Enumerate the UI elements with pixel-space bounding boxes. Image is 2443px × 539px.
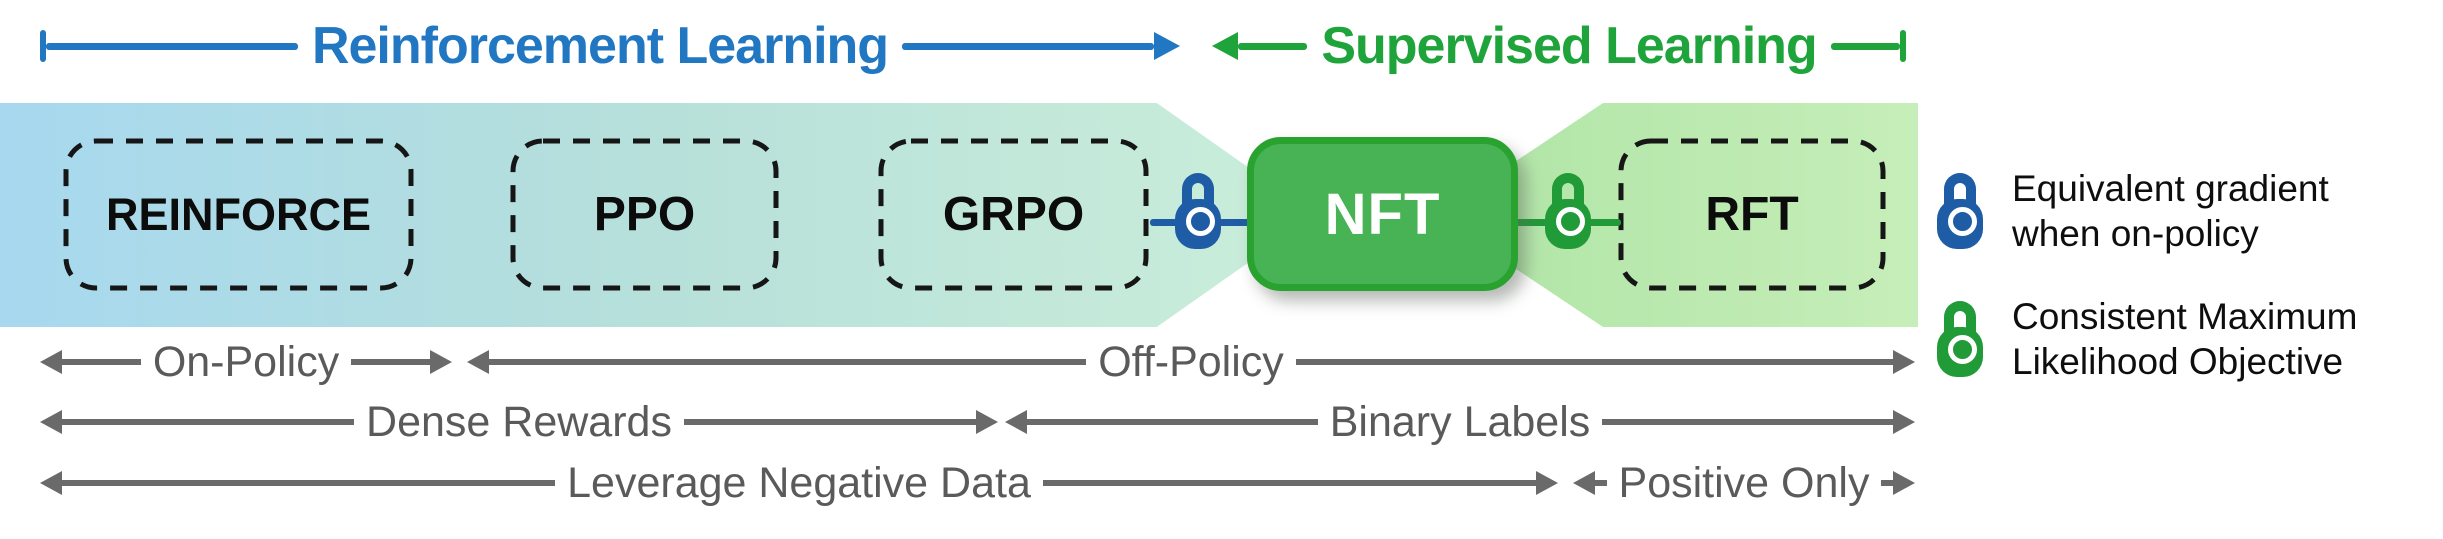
- method-label-reinforce: REINFORCE: [105, 188, 371, 240]
- method-box-nft: NFT: [1247, 137, 1518, 291]
- arrowhead-left-icon: [40, 350, 62, 374]
- axis-line: [489, 359, 1087, 365]
- axis-line: [683, 419, 977, 425]
- axis-line: [1042, 480, 1536, 486]
- sl-span-label: Supervised Learning: [1321, 17, 1817, 75]
- rl-span-arrowhead-icon: [1154, 32, 1181, 60]
- axis-label: Binary Labels: [1329, 397, 1591, 446]
- axis-line: [1295, 359, 1893, 365]
- rl-span-line-left: [46, 42, 298, 50]
- legend-line: Likelihood Objective: [2012, 341, 2344, 382]
- lock-shackle: [1552, 173, 1584, 215]
- lock-hole: [1556, 207, 1585, 236]
- axis-label: Off-Policy: [1098, 337, 1284, 386]
- method-box-grpo: GRPO: [877, 137, 1150, 292]
- sl-span-line-left: [1238, 42, 1308, 50]
- rl-span-start-terminator: [40, 30, 46, 62]
- axis-binary-labels: Binary Labels: [1005, 392, 1916, 452]
- legend-blue-text: Equivalent gradient when on-policy: [2012, 166, 2329, 256]
- rl-span-line-right: [902, 42, 1155, 50]
- axis-label: Leverage Negative Data: [567, 458, 1031, 507]
- axis-line: [1602, 419, 1894, 425]
- method-box-reinforce: REINFORCE: [62, 137, 415, 292]
- dashed-border: [1618, 138, 1886, 291]
- sl-span-end-terminator: [1900, 30, 1906, 62]
- green-lock-icon: [1545, 173, 1591, 249]
- lock-shackle: [1944, 173, 1976, 215]
- arrowhead-left-icon: [1573, 471, 1595, 495]
- legend-line: when on-policy: [2012, 213, 2259, 254]
- method-label-nft: NFT: [1324, 181, 1441, 247]
- lock-hole: [1186, 207, 1215, 236]
- lock-shackle: [1182, 173, 1214, 215]
- axis-line: [62, 419, 355, 425]
- lock-hole: [1948, 335, 1977, 364]
- arrowhead-left-icon: [40, 410, 62, 434]
- axis-line: [62, 480, 556, 486]
- legend-line: Consistent Maximum: [2012, 296, 2358, 337]
- arrowhead-right-icon: [1893, 410, 1916, 434]
- legend-blue-lock-icon: [1937, 173, 1983, 249]
- supervised-learning-span: Supervised Learning: [1212, 16, 1906, 76]
- arrowhead-right-icon: [1893, 350, 1915, 374]
- axis-line: [1881, 480, 1893, 486]
- arrowhead-right-icon: [430, 350, 453, 374]
- sl-span-line-right: [1830, 42, 1900, 50]
- axis-leverage-negative-data: Leverage Negative Data: [40, 453, 1558, 513]
- sl-span-arrowhead-icon: [1212, 32, 1238, 60]
- axis-line: [1595, 480, 1607, 486]
- dashed-border: [878, 138, 1149, 291]
- arrowhead-left-icon: [467, 350, 489, 374]
- arrowhead-right-icon: [1536, 471, 1558, 495]
- arrowhead-left-icon: [40, 471, 62, 495]
- rl-span-label: Reinforcement Learning: [311, 17, 889, 75]
- method-label-rft: RFT: [1705, 188, 1799, 241]
- method-label-ppo: PPO: [593, 188, 696, 241]
- axis-positive-only: Positive Only: [1573, 453, 1915, 513]
- axis-label: Dense Rewards: [366, 397, 672, 446]
- axis-label: On-Policy: [152, 337, 340, 386]
- axis-on-policy: On-Policy: [40, 332, 453, 392]
- lock-shackle: [1944, 301, 1976, 343]
- legend-line: Equivalent gradient: [2012, 168, 2329, 209]
- axis-line: [62, 359, 141, 365]
- arrowhead-right-icon: [1893, 471, 1915, 495]
- arrowhead-right-icon: [976, 410, 999, 434]
- method-label-grpo: GRPO: [942, 188, 1085, 241]
- axis-dense-rewards: Dense Rewards: [40, 392, 999, 452]
- axis-line: [351, 359, 431, 365]
- method-box-rft: RFT: [1617, 137, 1887, 292]
- reinforcement-learning-span: Reinforcement Learning: [40, 16, 1181, 76]
- dashed-border: [63, 138, 414, 291]
- arrowhead-left-icon: [1005, 410, 1027, 434]
- axis-label: Positive Only: [1618, 458, 1870, 507]
- lock-hole: [1948, 207, 1977, 236]
- axis-off-policy: Off-Policy: [467, 332, 1915, 392]
- blue-lock-icon: [1175, 173, 1221, 249]
- axis-line: [1027, 419, 1318, 425]
- dashed-border: [510, 138, 779, 291]
- method-box-ppo: PPO: [509, 137, 780, 292]
- legend-green-lock-icon: [1937, 301, 1983, 377]
- legend-green-text: Consistent Maximum Likelihood Objective: [2012, 294, 2357, 384]
